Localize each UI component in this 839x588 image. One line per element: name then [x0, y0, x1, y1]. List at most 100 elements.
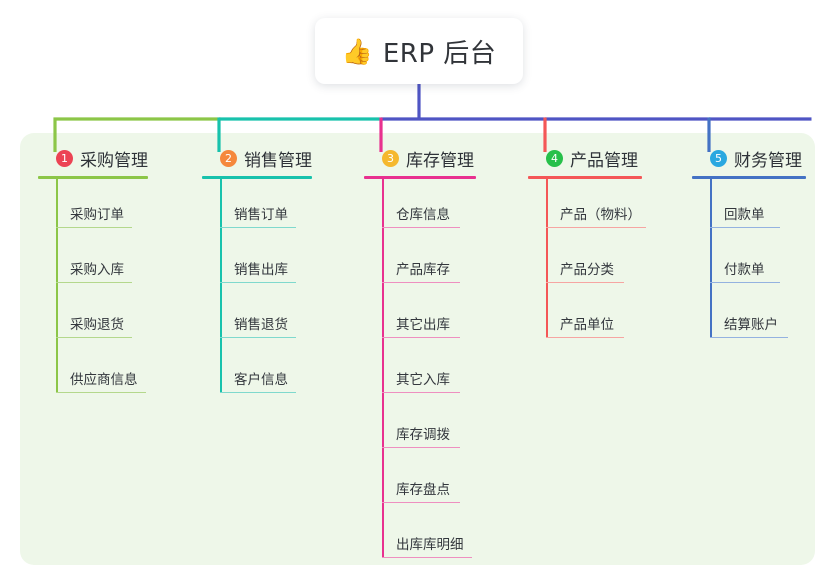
leaf-item-label: 采购入库 [70, 262, 124, 278]
leaf-item-rule [710, 226, 780, 228]
leaf-item-label: 供应商信息 [70, 372, 138, 388]
branch-header-3[interactable]: 3 库存管理 [364, 146, 476, 171]
branch-spine [382, 179, 384, 558]
branch-badge-1: 1 [56, 150, 73, 167]
leaf-item-rule [546, 336, 624, 338]
leaf-item-label: 回款单 [724, 207, 765, 223]
leaf-item-label: 销售退货 [234, 317, 288, 333]
leaf-item-rule [220, 281, 296, 283]
branch-title: 采购管理 [80, 151, 148, 171]
leaf-item-label: 其它出库 [396, 317, 450, 333]
branch-header-2[interactable]: 2 销售管理 [202, 146, 312, 171]
leaf-item[interactable]: 其它入库 [364, 344, 476, 399]
branch-column-5: 5 财务管理回款单付款单结算账户 [692, 146, 806, 344]
leaf-item-rule [382, 336, 460, 338]
leaf-item-rule [56, 336, 132, 338]
leaf-item-rule [382, 391, 460, 393]
leaf-item[interactable]: 供应商信息 [38, 344, 148, 399]
branch-rule [202, 176, 312, 179]
branch-leaf-list: 回款单付款单结算账户 [692, 179, 806, 344]
leaf-item[interactable]: 销售退货 [202, 289, 312, 344]
branch-header-1[interactable]: 1 采购管理 [38, 146, 148, 171]
leaf-item-label: 销售订单 [234, 207, 288, 223]
leaf-item[interactable]: 销售出库 [202, 234, 312, 289]
leaf-item-rule [220, 226, 296, 228]
leaf-item[interactable]: 付款单 [692, 234, 806, 289]
thumbs-up-icon: 👍 [341, 36, 373, 66]
branch-spine [220, 179, 222, 393]
branch-badge-5: 5 [710, 150, 727, 167]
branch-column-3: 3 库存管理仓库信息产品库存其它出库其它入库库存调拨库存盘点出库库明细 [364, 146, 476, 564]
leaf-item[interactable]: 采购入库 [38, 234, 148, 289]
root-node-title: ERP 后台 [382, 38, 497, 69]
leaf-item-rule [546, 226, 646, 228]
leaf-item-rule [220, 391, 296, 393]
branch-leaf-list: 仓库信息产品库存其它出库其它入库库存调拨库存盘点出库库明细 [364, 179, 476, 564]
branch-spine [56, 179, 58, 393]
branch-spine [546, 179, 548, 338]
leaf-item[interactable]: 采购订单 [38, 179, 148, 234]
leaf-item-rule [710, 336, 788, 338]
branch-leaf-list: 销售订单销售出库销售退货客户信息 [202, 179, 312, 399]
leaf-item-rule [710, 281, 780, 283]
leaf-item[interactable]: 出库库明细 [364, 509, 476, 564]
leaf-item[interactable]: 库存调拨 [364, 399, 476, 454]
branch-column-4: 4 产品管理产品（物料） 产品分类产品单位 [528, 146, 646, 344]
leaf-item-label: 产品单位 [560, 317, 614, 333]
leaf-item-label: 仓库信息 [396, 207, 450, 223]
leaf-item-label: 库存盘点 [396, 482, 450, 498]
leaf-item-label: 付款单 [724, 262, 765, 278]
branch-rule [38, 176, 148, 179]
branch-header-5[interactable]: 5 财务管理 [692, 146, 806, 171]
leaf-item[interactable]: 客户信息 [202, 344, 312, 399]
leaf-item-label: 采购退货 [70, 317, 124, 333]
leaf-item-rule [56, 391, 146, 393]
leaf-item-label: 产品分类 [560, 262, 614, 278]
leaf-item-label: 库存调拨 [396, 427, 450, 443]
branch-header-4[interactable]: 4 产品管理 [528, 146, 642, 171]
leaf-item-rule [382, 226, 460, 228]
leaf-item-label: 产品（物料） [560, 207, 641, 223]
branch-rule [692, 176, 806, 179]
leaf-item-rule [382, 281, 460, 283]
branch-rule [528, 176, 642, 179]
leaf-item[interactable]: 采购退货 [38, 289, 148, 344]
leaf-item-label: 采购订单 [70, 207, 124, 223]
branch-badge-3: 3 [382, 150, 399, 167]
leaf-item-rule [56, 226, 132, 228]
leaf-item-rule [382, 501, 460, 503]
leaf-item[interactable]: 结算账户 [692, 289, 806, 344]
branch-badge-2: 2 [220, 150, 237, 167]
branch-rule [364, 176, 476, 179]
branch-badge-4: 4 [546, 150, 563, 167]
leaf-item-rule [56, 281, 132, 283]
leaf-item[interactable]: 回款单 [692, 179, 806, 234]
leaf-item-label: 销售出库 [234, 262, 288, 278]
leaf-item[interactable]: 其它出库 [364, 289, 476, 344]
mindmap-panel-background [20, 133, 815, 565]
branch-leaf-list: 产品（物料） 产品分类产品单位 [528, 179, 646, 344]
leaf-item[interactable]: 产品库存 [364, 234, 476, 289]
leaf-item-label: 客户信息 [234, 372, 288, 388]
leaf-item[interactable]: 产品单位 [528, 289, 642, 344]
leaf-item-label: 产品库存 [396, 262, 450, 278]
leaf-item-rule [220, 336, 296, 338]
root-node[interactable]: 👍 ERP 后台 [315, 18, 523, 84]
branch-spine [710, 179, 712, 338]
leaf-item[interactable]: 库存盘点 [364, 454, 476, 509]
leaf-item[interactable]: 仓库信息 [364, 179, 476, 234]
branch-title: 产品管理 [570, 151, 638, 171]
branch-leaf-list: 采购订单采购入库采购退货供应商信息 [38, 179, 148, 399]
branch-title: 财务管理 [734, 151, 802, 171]
leaf-item[interactable]: 销售订单 [202, 179, 312, 234]
branch-title: 销售管理 [244, 151, 312, 171]
leaf-item-label: 出库库明细 [396, 537, 464, 553]
branch-column-2: 2 销售管理销售订单销售出库销售退货客户信息 [202, 146, 312, 399]
leaf-item-rule [546, 281, 624, 283]
leaf-item[interactable]: 产品（物料） [528, 179, 646, 234]
leaf-item-label: 结算账户 [724, 317, 778, 333]
leaf-item[interactable]: 产品分类 [528, 234, 642, 289]
branch-title: 库存管理 [406, 151, 474, 171]
branch-column-1: 1 采购管理采购订单采购入库采购退货供应商信息 [38, 146, 148, 399]
